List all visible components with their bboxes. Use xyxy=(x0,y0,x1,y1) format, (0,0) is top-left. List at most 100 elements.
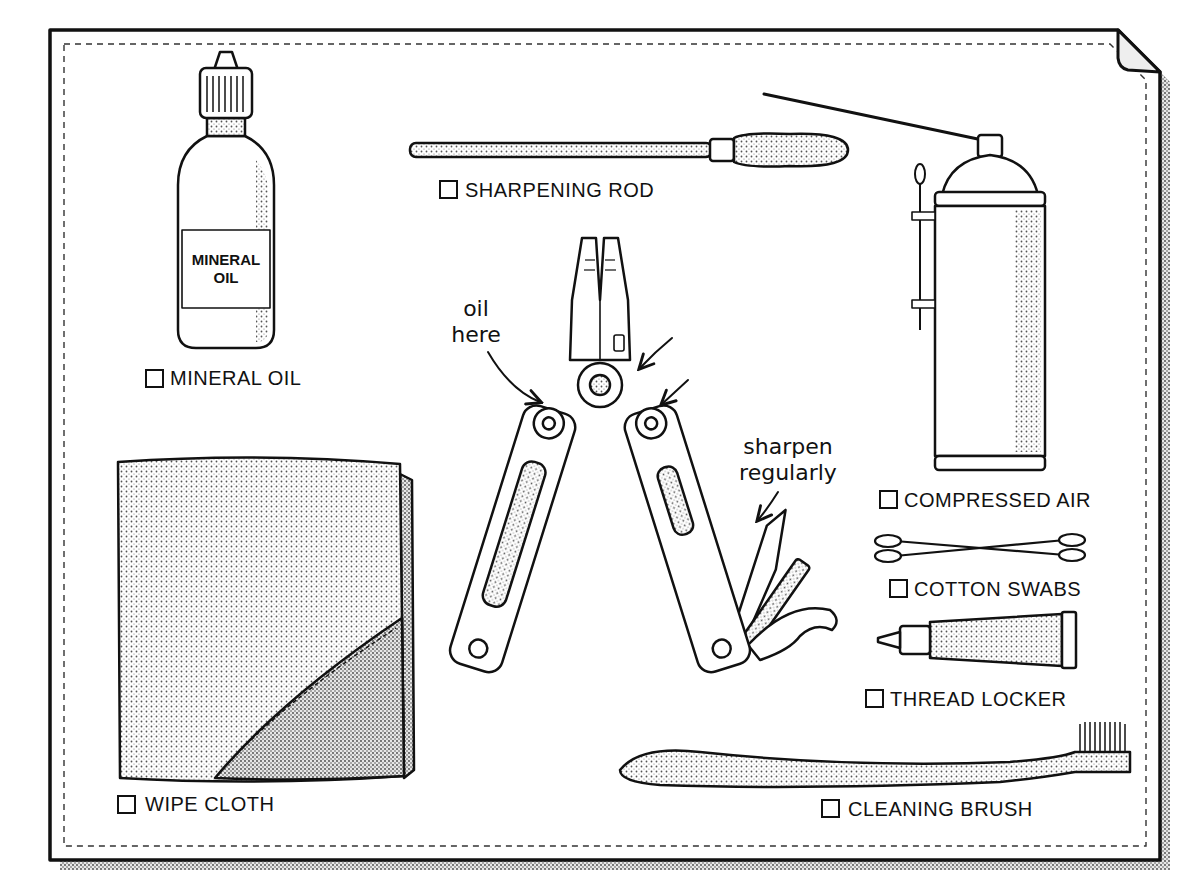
item-label: MINERAL OIL xyxy=(170,366,301,390)
compressed-air-can-part xyxy=(764,94,992,142)
cleaning-brush-part-part xyxy=(1124,724,1126,752)
multitool-part xyxy=(748,608,837,660)
cleaning-brush-part-part xyxy=(1084,722,1086,752)
thread-locker-tube-part xyxy=(930,614,1062,666)
mineral-oil-bottle-part-part xyxy=(236,76,238,112)
leader-arrows-part xyxy=(662,380,688,404)
multitool-part-part xyxy=(632,405,670,443)
multitool-part xyxy=(570,238,630,360)
cleaning-brush-part-part xyxy=(1079,724,1081,752)
compressed-air-can-part xyxy=(935,206,1045,456)
bottle-label: MINERAL OIL xyxy=(182,251,270,287)
mineral-oil-bottle-part-part xyxy=(212,76,214,112)
cotton-swabs-part xyxy=(875,535,901,547)
compressed-air-can-part xyxy=(912,212,935,220)
annotation: oil here xyxy=(440,296,512,348)
multitool-part-part xyxy=(480,459,548,609)
cotton-swabs xyxy=(875,534,1085,562)
item-label: COMPRESSED AIR xyxy=(904,488,1091,512)
multitool-part-part xyxy=(584,269,595,270)
multitool-part xyxy=(614,335,624,351)
mineral-oil-bottle-part-part xyxy=(224,76,226,112)
cleaning-brush-part xyxy=(1080,722,1125,752)
mat-part xyxy=(50,30,1160,860)
compressed-air-can xyxy=(764,94,1045,470)
compressed-air-can-part xyxy=(942,155,1038,195)
item-label: CLEANING BRUSH xyxy=(848,797,1033,821)
cotton-swabs-part xyxy=(1059,534,1085,546)
mineral-oil-bottle-part xyxy=(182,230,270,308)
multitool-part xyxy=(590,375,610,395)
checkbox xyxy=(866,690,883,707)
cleaning-brush-part xyxy=(620,750,1130,786)
multitool-part-part xyxy=(530,405,568,443)
cotton-swabs-part xyxy=(875,550,901,562)
sharpening-rod-part xyxy=(734,134,848,167)
mat-part xyxy=(64,44,1146,846)
leader-arrows-part xyxy=(758,492,778,520)
item-label: THREAD LOCKER xyxy=(890,687,1067,711)
wipe-cloth-part xyxy=(215,618,404,780)
multitool-part xyxy=(621,401,754,676)
wipe-cloth-part xyxy=(118,457,404,781)
cleaning-brush-part-part xyxy=(1089,722,1091,752)
compressed-air-can-part xyxy=(935,192,1045,206)
cotton-swabs-part xyxy=(1059,549,1085,561)
thread-locker-tube-part xyxy=(1062,612,1076,668)
checkbox xyxy=(822,800,839,817)
mineral-oil-bottle-part-part xyxy=(206,76,208,112)
cleaning-brush-part-part xyxy=(1099,722,1101,752)
multitool-part xyxy=(584,260,616,270)
item-label: COTTON SWABS xyxy=(914,577,1081,601)
annotation: sharpen regularly xyxy=(728,434,848,486)
cotton-swabs-part xyxy=(895,540,1065,556)
leader-arrows-part xyxy=(488,352,540,402)
mineral-oil-bottle xyxy=(178,52,274,348)
sharpening-rod-part xyxy=(710,139,734,161)
wipe-cloth-part xyxy=(222,628,396,770)
mineral-oil-bottle-part xyxy=(207,118,245,136)
checkbox xyxy=(880,491,897,508)
thread-locker-tube-part xyxy=(900,626,930,654)
wipe-cloth xyxy=(118,457,414,781)
compressed-air-can-part xyxy=(915,164,925,184)
multitool-part-part xyxy=(621,402,753,676)
checkbox xyxy=(146,370,163,387)
multitool-part-part xyxy=(710,637,733,660)
leader-arrows-part xyxy=(640,338,672,368)
cleaning-brush-part-part xyxy=(1094,722,1096,752)
multitool-part-part xyxy=(467,637,490,660)
thread-locker-tube xyxy=(878,612,1076,668)
mineral-oil-bottle-part-part xyxy=(230,76,232,112)
item-label: WIPE CLOTH xyxy=(145,792,274,816)
leader-arrows xyxy=(488,338,778,520)
multitool-part-part xyxy=(605,259,615,260)
multitool-part xyxy=(599,300,601,360)
mineral-oil-bottle-part-part xyxy=(242,76,244,112)
multitool-part xyxy=(446,401,579,676)
mineral-oil-bottle-part-part xyxy=(218,76,220,112)
item-label: SHARPENING ROD xyxy=(465,178,654,202)
cotton-swabs-part xyxy=(895,541,1065,555)
cleaning-brush-part-part xyxy=(1104,722,1106,752)
multitool-part-part xyxy=(541,416,556,431)
multitool-part-part xyxy=(605,269,616,270)
multitool-part-part xyxy=(446,402,578,676)
checkbox xyxy=(118,796,135,813)
checkbox xyxy=(890,580,907,597)
mat-part xyxy=(1118,30,1160,72)
compressed-air-can-part xyxy=(1015,210,1041,452)
compressed-air-can-part xyxy=(978,135,1002,157)
mineral-oil-bottle-part xyxy=(207,76,243,112)
cleaning-brush-part-part xyxy=(1114,722,1116,752)
multitool-part-part xyxy=(585,259,595,260)
mineral-oil-bottle-part xyxy=(178,136,274,348)
sharpening-rod xyxy=(410,134,848,167)
multitool-part-part xyxy=(644,416,659,431)
mineral-oil-bottle-part xyxy=(200,68,252,118)
multitool-part xyxy=(578,363,622,407)
compressed-air-can-part xyxy=(912,300,935,308)
